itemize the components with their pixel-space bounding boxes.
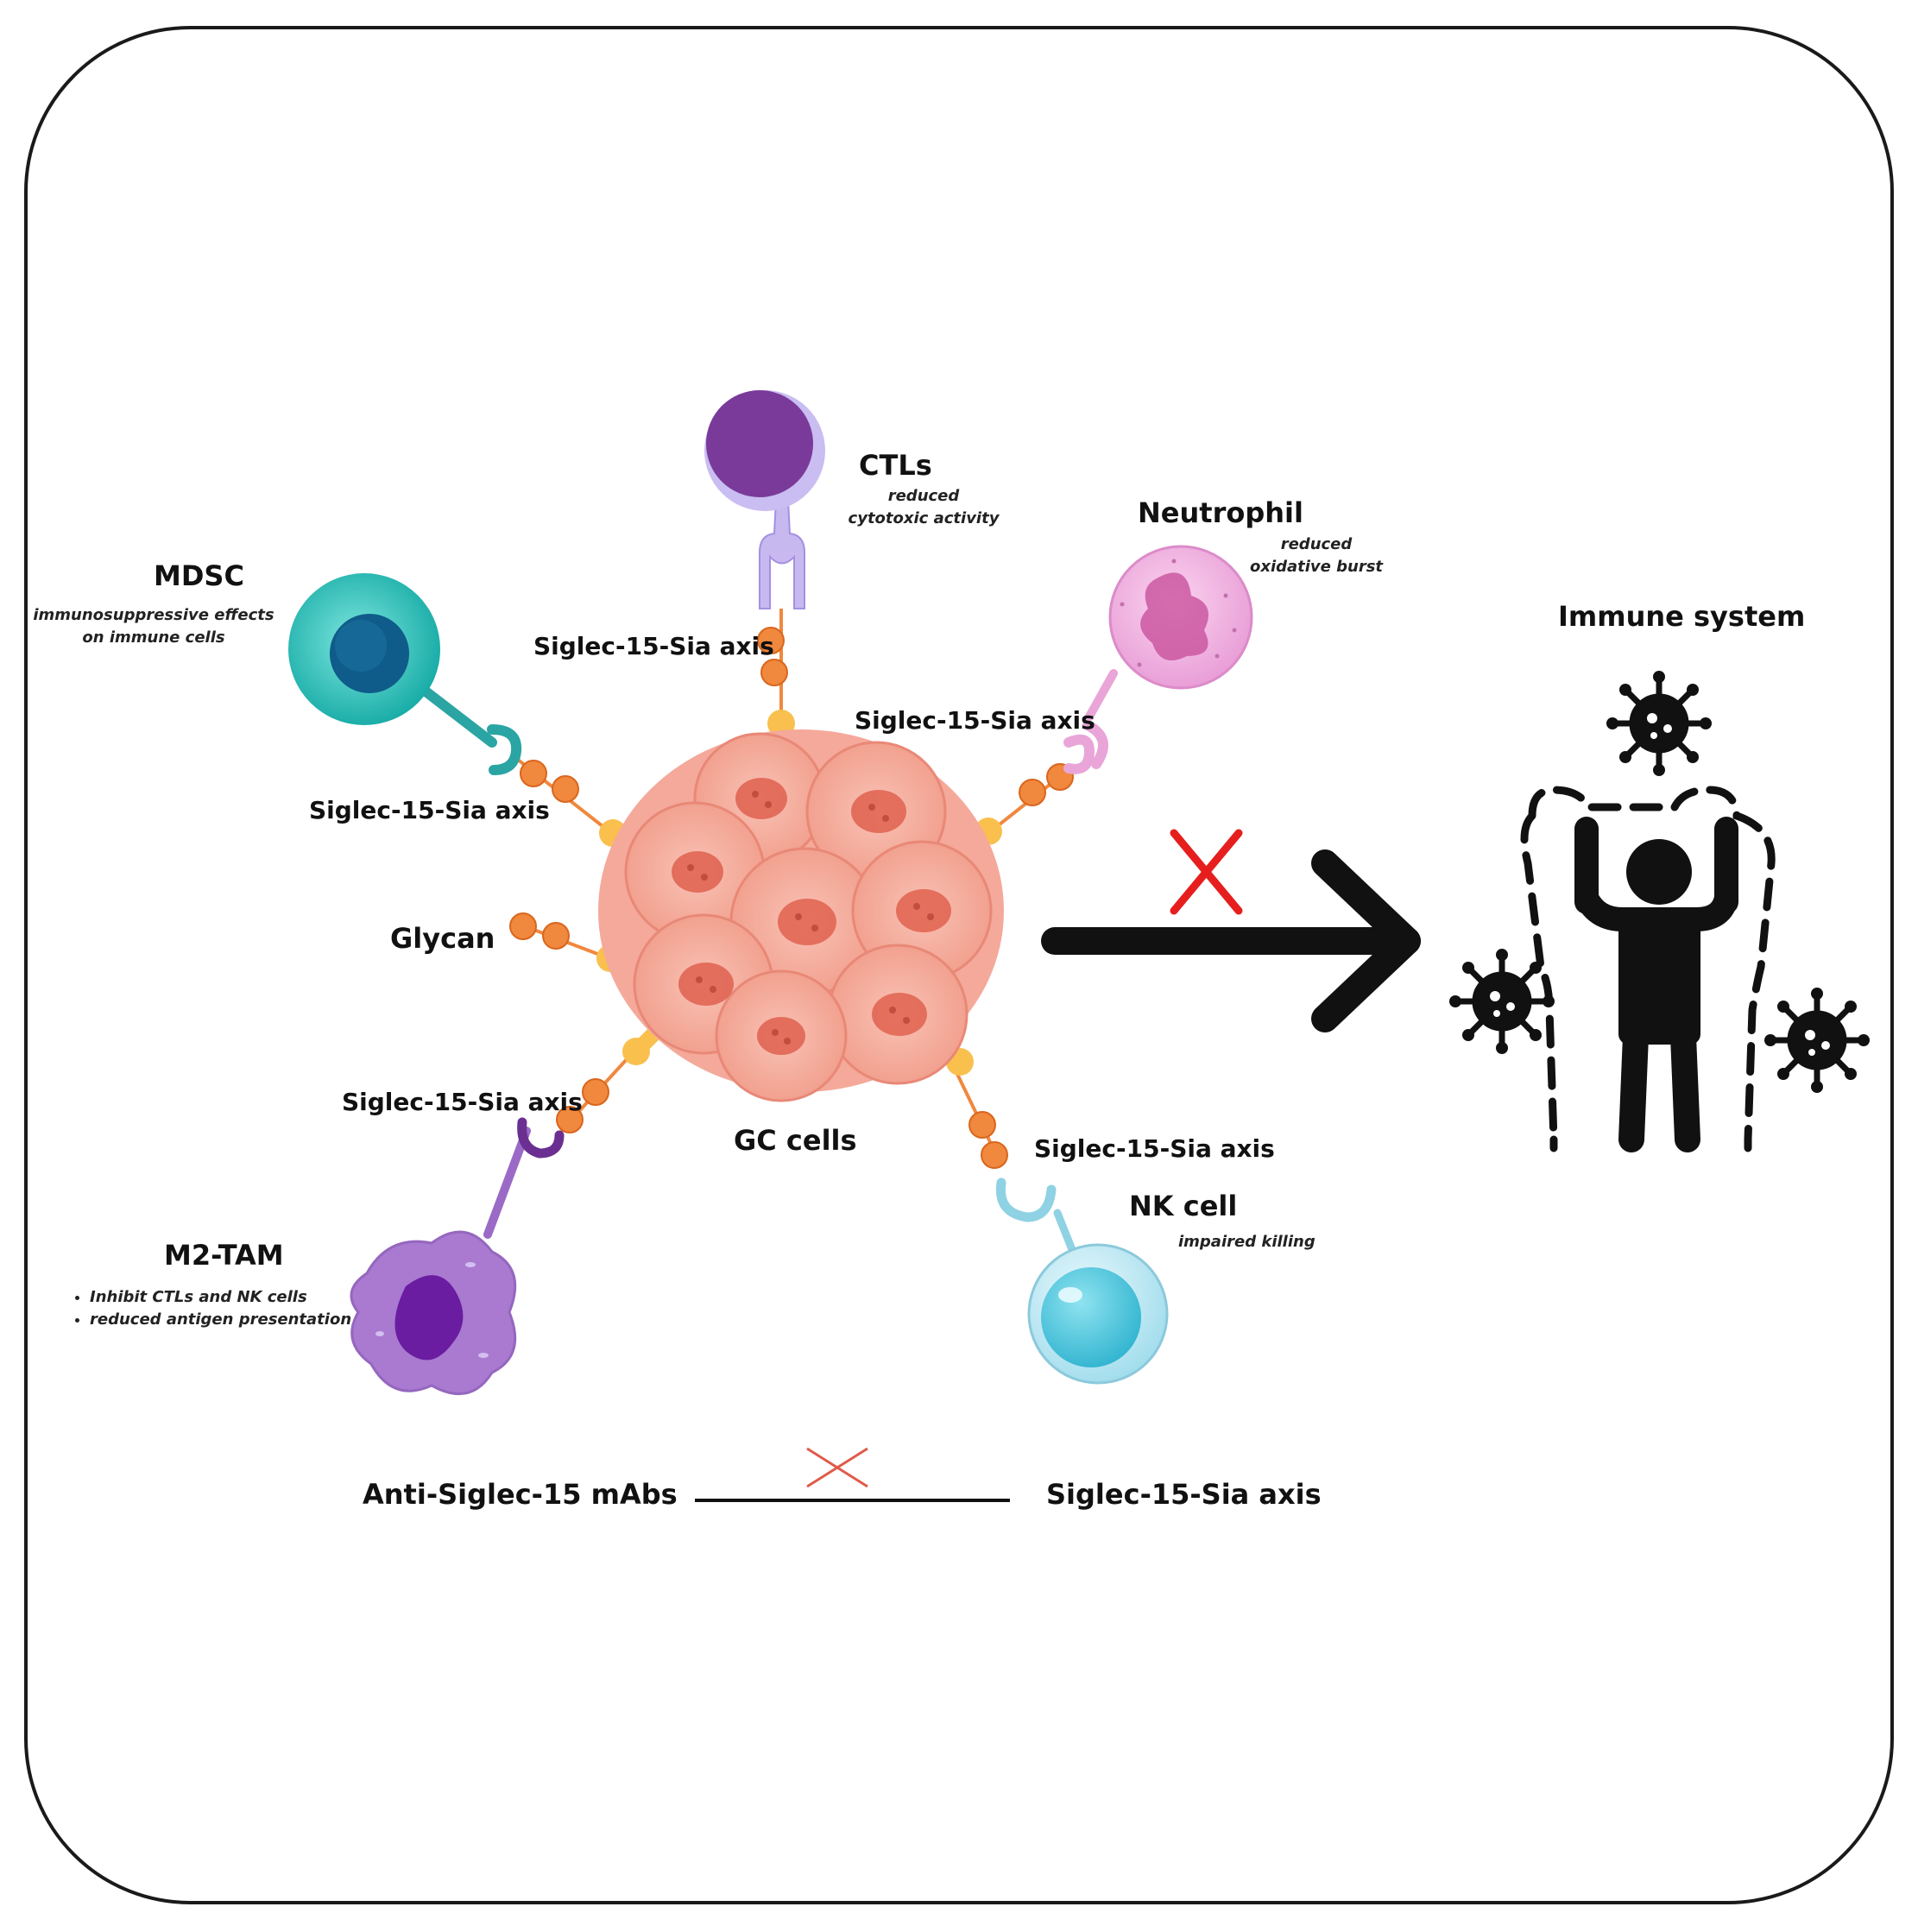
arrow-icon [1041,849,1421,1032]
immune-system-label: Immune system [1558,600,1806,633]
mdsc-effect-line1: immunosuppressive effects [33,606,274,624]
mdsc-label: MDSC [154,559,244,592]
nk-cell [995,1178,1169,1385]
mdsc-cell [288,573,522,775]
mdsc-effect-line2: on immune cells [82,628,225,647]
neutrophil-label: Neutrophil [1138,496,1303,529]
ctl-cell [704,390,825,609]
m2tam-cell [350,1117,565,1396]
cross-icon [1170,829,1243,915]
axis-label-top: Siglec-15-Sia axis [533,632,774,660]
legend-left-label: Anti-Siglec-15 mAbs [363,1478,678,1511]
gc-cells-label: GC cells [734,1124,857,1157]
person-icon [1520,786,1776,1152]
axis-label-top-right: Siglec-15-Sia axis [855,706,1095,735]
nk-effect: impaired killing [1178,1233,1315,1251]
ctl-effect-line1: reduced [887,487,960,505]
virus-icon [1606,671,1712,776]
axis-label-bottom-left: Siglec-15-Sia axis [342,1088,583,1116]
neutrophil-cell [1063,545,1253,774]
nk-label: NK cell [1129,1190,1238,1222]
legend-inhibition-line [695,1447,1010,1502]
virus-icon [1764,988,1870,1093]
m2tam-effect-item: Inhibit CTLs and NK cells [90,1286,351,1309]
axis-label-bottom-right: Siglec-15-Sia axis [1034,1134,1275,1163]
ctl-effect-line2: cytotoxic activity [848,509,1000,527]
glycan-label: Glycan [390,922,495,955]
m2tam-effects: Inhibit CTLs and NK cells reduced antige… [69,1286,351,1331]
gc-tumor-cluster [598,729,1004,1102]
ctl-effect: reduced cytotoxic activity [849,485,1000,530]
m2tam-label: M2-TAM [164,1239,284,1272]
ctl-label: CTLs [859,449,932,482]
neutrophil-effect-line2: oxidative burst [1249,558,1384,576]
spoke-m2tam [556,1020,667,1133]
mdsc-effect: immunosuppressive effects on immune cell… [33,604,274,649]
neutrophil-effect-line1: reduced [1280,535,1353,553]
legend-right-label: Siglec-15-Sia axis [1046,1478,1322,1511]
neutrophil-effect: reduced oxidative burst [1250,534,1383,578]
virus-icon [1449,949,1555,1054]
axis-label-left: Siglec-15-Sia axis [309,796,550,824]
m2tam-effect-item: reduced antigen presentation [90,1309,351,1331]
